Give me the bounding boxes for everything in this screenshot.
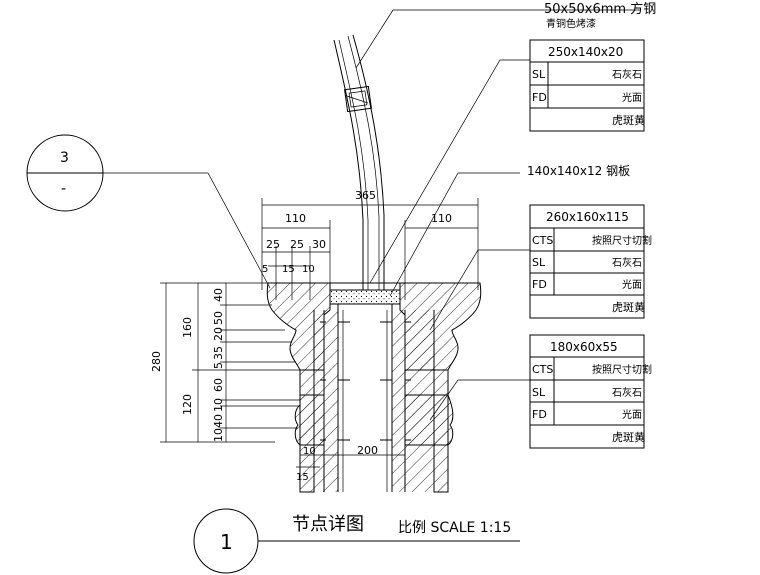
dim-chain-60: 60 [212,378,225,392]
spec-table-2-value-4: 虎斑黄 [612,300,645,314]
spec-table-2-value-1: 按照尺寸切割 [592,234,652,247]
dim-top-sub-2: 25 [290,238,304,251]
dim-chain-5: 5 [212,362,225,369]
collar-stone [294,394,454,446]
dim-bottom-width: 200 [357,444,378,457]
callout-1 [193,508,520,574]
spec-table-3-value-3: 光面 [622,408,642,421]
spec-table-3-value-4: 虎斑黄 [612,430,645,444]
dim-chain-20: 20 [212,327,225,341]
spec-leaders [369,59,530,421]
spec-table-1-value-2: 光面 [622,91,642,104]
spec-table-3 [529,334,645,449]
dim-left-upper: 160 [181,317,194,338]
dim-top-small-1: 5 [262,264,268,275]
tube-finish-text: 青铜色烤漆 [546,17,596,30]
dim-chain-40b: 40 [212,414,225,428]
dim-left-lower: 120 [181,394,194,415]
callout-3-bottom: - [61,181,66,197]
spec-table-1-code-2: FD [532,91,547,104]
spec-table-2-header: 260x160x115 [546,210,629,224]
spec-table-3-code-1: CTS [532,363,553,376]
bottom-dimensions [296,454,405,468]
tube-size-text: 50x50x6mm 方钢 [544,1,656,17]
dim-top-sub-3: 30 [312,238,326,251]
spec-table-2-code-1: CTS [532,234,553,247]
spec-table-1 [529,39,645,132]
square-tube [333,34,385,290]
dim-bottom-small-2: 15 [296,472,309,483]
dim-top-right: 110 [431,212,452,225]
callout-3-top: 3 [60,150,69,166]
dim-chain-50: 50 [212,311,225,325]
spec-table-3-code-2: SL [532,386,546,399]
plate-leader [389,172,520,297]
spec-table-1-value-1: 石灰石 [612,68,642,81]
steel-plate [329,289,401,305]
dim-top-sub-1: 25 [266,238,280,251]
dim-chain-40a: 40 [212,288,225,302]
callout-1-number: 1 [220,530,233,554]
tube-leader [355,9,640,69]
top-dimensions [261,198,479,300]
dim-top-left: 110 [285,212,306,225]
spec-table-2-value-2: 石灰石 [612,256,642,269]
left-dimensions [160,282,300,443]
spec-table-3-code-3: FD [532,408,547,421]
callout-3 [26,134,271,289]
drawing-title: 节点详图 [292,514,364,535]
spec-table-3-value-2: 石灰石 [612,386,642,399]
spec-table-2-value-3: 光面 [622,278,642,291]
spec-table-1-value-3: 虎斑黄 [612,113,645,127]
spec-table-2-code-2: SL [532,256,546,269]
dim-top-small-3: 10 [302,264,315,275]
dim-top-overall: 365 [355,189,376,202]
dim-left-overall: 280 [150,351,163,372]
dim-chain-10a: 10 [212,398,225,412]
spec-table-2 [529,204,645,319]
dim-chain-10b: 10 [212,428,225,442]
spec-table-1-header: 250x140x20 [548,45,623,59]
spec-table-2-code-3: FD [532,278,547,291]
dim-bottom-small-1: 10 [303,446,316,457]
spec-table-3-header: 180x60x55 [550,340,618,354]
drawing-scale: 比例 SCALE 1:15 [398,520,511,536]
spec-table-3-value-1: 按照尺寸切割 [592,363,652,376]
dim-top-small-2: 15 [282,264,295,275]
dim-chain-35: 35 [212,346,225,360]
plate-note-text: 140x140x12 钢板 [527,164,630,178]
spec-table-1-code-1: SL [532,68,546,81]
